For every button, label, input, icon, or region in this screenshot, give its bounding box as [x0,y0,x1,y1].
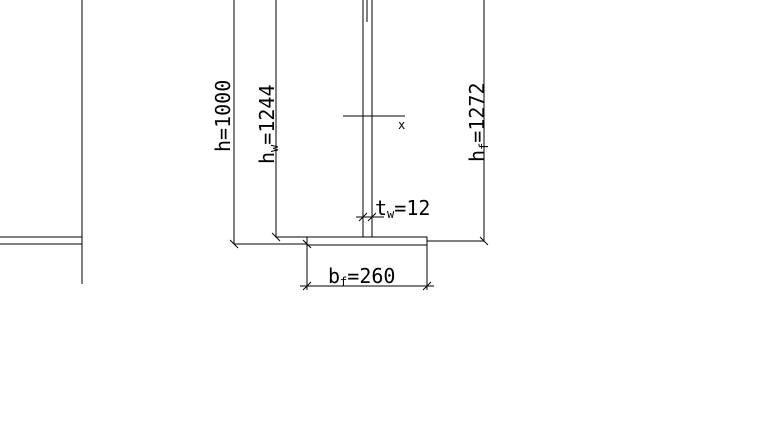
dimension-hf-value: =1272 [465,83,489,143]
dimension-hf-subscript: f [477,143,491,150]
dimension-tw-letter: t [375,196,387,220]
x-axis-label: x [398,118,405,132]
dimension-hw-subscript: w [267,144,281,152]
dimension-bf-letter: b [328,264,340,288]
dimension-tw-subscript: w [387,207,395,221]
dimension-h: h=1000 [211,0,312,249]
x-axis-marker: x [343,115,405,132]
bottom-flange [306,236,428,246]
svg-text:h=1000: h=1000 [211,80,235,152]
dimension-hw: hw=1244 [255,0,307,242]
dimension-bf-value: =260 [347,264,395,288]
dimension-h-value: =1000 [211,80,235,140]
dimension-hw-letter: h [255,152,279,164]
dimension-hw-value: =1244 [255,85,279,145]
dimension-tw-value: =12 [394,196,430,220]
dimension-h-letter: h [211,140,235,152]
dimension-bf-subscript: f [340,275,347,289]
dimension-bf: bf=260 [300,245,434,291]
svg-text:hw=1244: hw=1244 [255,85,281,165]
web-plate [362,0,373,237]
dimension-hf-letter: h [465,150,489,162]
dimension-tw: tw=12 [356,196,430,222]
dimension-hf: hf=1272 [427,0,491,246]
svg-text:hf=1272: hf=1272 [465,83,491,163]
svg-text:bf=260: bf=260 [328,264,395,289]
svg-text:tw=12: tw=12 [375,196,430,221]
left-column-member [0,0,83,284]
